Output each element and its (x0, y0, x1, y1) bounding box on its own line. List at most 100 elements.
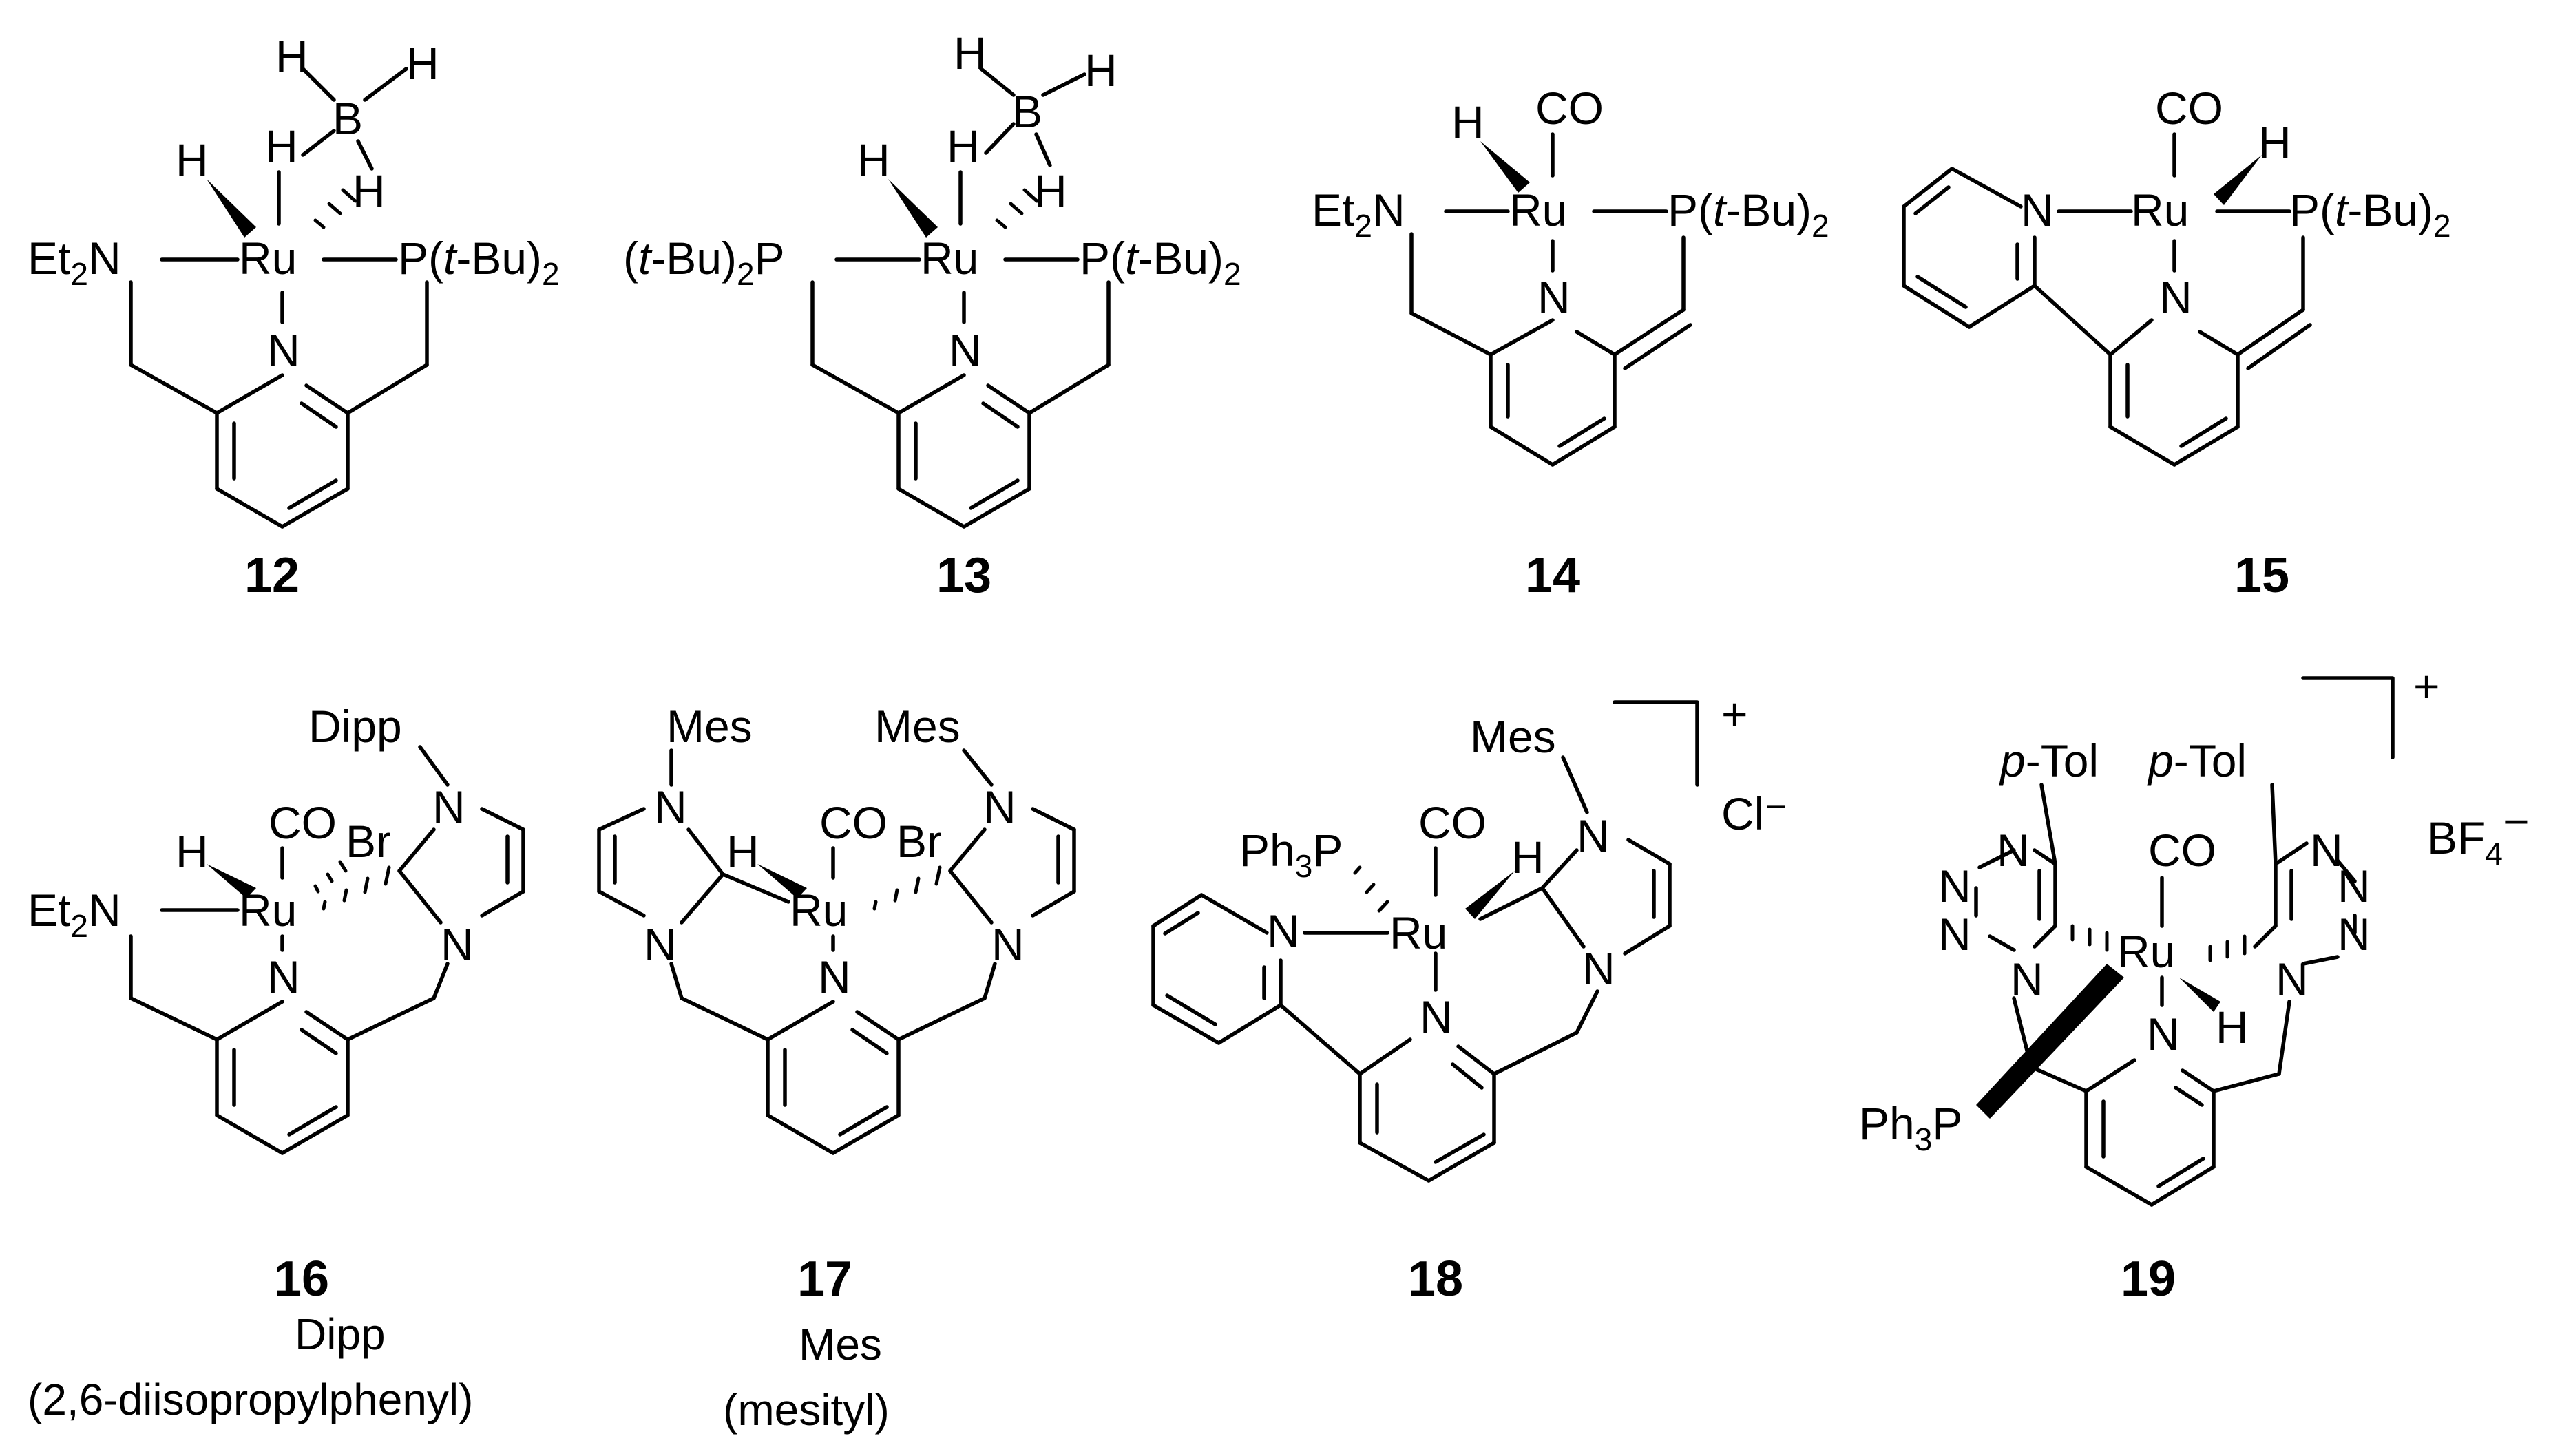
compound-16: N Et2N Ru N N Dipp H CO Br 16 Dipp (2,6-… (28, 701, 525, 1424)
compound-12: N Et2N Ru P(t-Bu)2 H H H H B H 12 (28, 31, 560, 603)
svg-text:Br: Br (346, 816, 391, 867)
pyridine-ring (766, 1000, 901, 1155)
svg-text:N: N (2310, 825, 2343, 876)
svg-text:Br: Br (896, 816, 942, 867)
ph3p-group: Ph3P (1239, 825, 1343, 884)
svg-text:P(t-Bu)2: P(t-Bu)2 (1668, 184, 1829, 244)
compound-label-16: 16 (274, 1252, 329, 1307)
svg-text:N: N (1582, 943, 1615, 994)
tbu2p-group: (t-Bu)2P (623, 233, 785, 292)
pyridine-ring (215, 1000, 350, 1155)
svg-text:N: N (1997, 825, 2030, 876)
svg-text:N: N (432, 781, 465, 832)
pyridine-ring-right (2108, 318, 2240, 467)
svg-text:N: N (983, 781, 1016, 832)
hashed-bond (2208, 934, 2247, 962)
compound-13: N (t-Bu)2P Ru P(t-Bu)2 H H H H B H 13 (623, 28, 1241, 603)
svg-text:P(t-Bu)2: P(t-Bu)2 (1080, 233, 1241, 292)
imidazole-ring (397, 807, 525, 925)
svg-text:N: N (2021, 184, 2054, 235)
compound-17: N Ru N N Mes N N Mes H CO Br 17 Mes (mes (597, 701, 1076, 1435)
compound-label-14: 14 (1525, 548, 1580, 603)
svg-text:(t-Bu)2P: (t-Bu)2P (623, 233, 785, 292)
imidazole-ring (1478, 838, 1672, 956)
mes-label: Mes (666, 701, 753, 752)
et2n-group: Et2N (28, 233, 121, 292)
svg-text:H: H (406, 38, 439, 89)
hashed-bond (313, 860, 348, 894)
abbr-mes-meaning: (mesityl) (723, 1385, 890, 1435)
compound-19: N N N N p-Tol Ru CO N N N N N p-Tol (1859, 661, 2529, 1307)
svg-text:Mes: Mes (874, 701, 960, 752)
svg-text:N: N (1267, 905, 1300, 956)
ptbu2-group: P(t-Bu)2 (1668, 184, 1829, 244)
svg-text:H: H (1034, 165, 1067, 216)
compound-label-19: 19 (2121, 1252, 2176, 1307)
svg-text:N: N (2338, 909, 2371, 960)
svg-text:P(t-Bu)2: P(t-Bu)2 (2289, 184, 2451, 244)
pyridine-ring-left (1902, 167, 2037, 329)
svg-text:CO: CO (2155, 83, 2223, 134)
ptbu2-group: P(t-Bu)2 (398, 233, 560, 292)
triazole-ring-right (2253, 841, 2357, 966)
hashed-bond (322, 865, 391, 911)
hashed-bond (995, 188, 1039, 229)
ru-atom: Ru (239, 233, 297, 284)
svg-text:N: N (1577, 810, 1610, 861)
svg-text:N: N (1938, 861, 1971, 911)
hashed-bond (872, 865, 942, 911)
svg-text:N: N (2010, 953, 2044, 1004)
svg-text:H: H (1451, 96, 1484, 147)
svg-text:Mes: Mes (1470, 711, 1556, 762)
svg-text:N: N (1938, 909, 1971, 960)
counterion-bf4: BF4− (2427, 796, 2529, 872)
svg-text:N: N (949, 325, 982, 376)
svg-text:B: B (1012, 86, 1042, 137)
hashed-bond (2070, 924, 2109, 952)
et2n-group: Et2N (1312, 184, 1405, 244)
svg-text:N: N (1537, 272, 1571, 323)
compound-label-17: 17 (797, 1252, 852, 1307)
counterion-cl: Cl⁻ (1721, 788, 1788, 839)
svg-text:H: H (947, 120, 980, 171)
svg-text:N: N (818, 951, 851, 1002)
pyridine-ring-left (1151, 893, 1283, 1045)
svg-text:H: H (2216, 1002, 2249, 1053)
triazole-ring-left (1974, 848, 2057, 952)
svg-text:CO: CO (1535, 83, 1604, 134)
svg-text:N: N (2338, 861, 2371, 911)
svg-text:H: H (857, 134, 890, 185)
svg-text:H: H (176, 826, 209, 877)
imidazole-ring-right (948, 807, 1076, 925)
svg-text:H: H (726, 826, 759, 877)
svg-text:Ru: Ru (921, 233, 978, 284)
svg-text:H: H (2258, 117, 2291, 168)
svg-text:Et2N: Et2N (28, 885, 121, 944)
abbr-mes: Mes (799, 1320, 882, 1369)
svg-text:Ru: Ru (2131, 184, 2189, 235)
ptbu2-group: P(t-Bu)2 (2289, 184, 2451, 244)
compound-15: N Ru P(t-Bu)2 N CO H 15 (1902, 83, 2451, 603)
svg-text:p-Tol: p-Tol (2147, 735, 2247, 786)
dipp-label: Dipp (308, 701, 402, 752)
svg-text:+: + (2413, 661, 2440, 712)
pyridine-n: N (267, 325, 300, 376)
ptbu2-group: P(t-Bu)2 (1080, 233, 1241, 292)
svg-text:CO: CO (2148, 825, 2216, 876)
svg-text:N: N (2276, 953, 2309, 1004)
compound-label-18: 18 (1408, 1252, 1463, 1307)
svg-text:Et2N: Et2N (28, 233, 121, 292)
svg-text:H: H (275, 31, 308, 82)
svg-text:Ru: Ru (1389, 907, 1447, 958)
svg-text:p-Tol: p-Tol (1999, 735, 2099, 786)
svg-text:+: + (1721, 688, 1748, 739)
svg-text:N: N (991, 919, 1025, 970)
compound-label-13: 13 (936, 548, 991, 603)
svg-text:N: N (654, 781, 687, 832)
svg-text:Et2N: Et2N (1312, 184, 1405, 244)
svg-text:N: N (267, 951, 300, 1002)
svg-text:B: B (333, 93, 363, 144)
svg-text:N: N (644, 919, 677, 970)
svg-text:Ru: Ru (2117, 926, 2175, 977)
